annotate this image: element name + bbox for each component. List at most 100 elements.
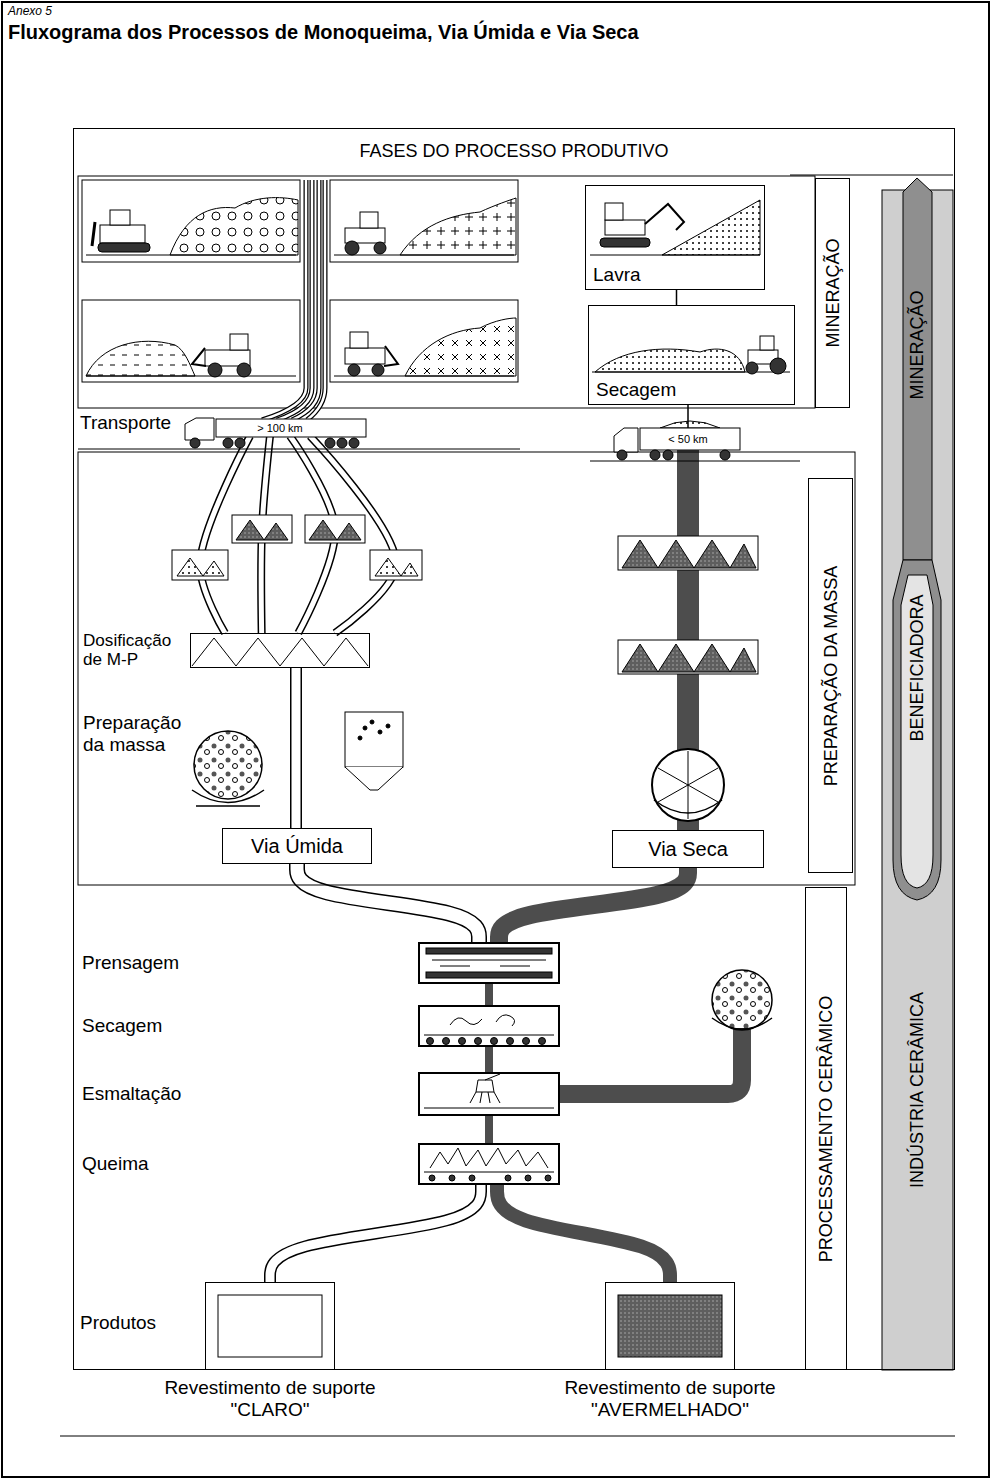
drawing-part	[545, 1175, 551, 1181]
drawing-part	[470, 1074, 500, 1103]
drawing-part	[370, 550, 422, 580]
connector-path	[290, 668, 302, 828]
drawing-part	[92, 222, 95, 246]
drawing-part	[330, 180, 518, 262]
connector-path	[676, 290, 678, 305]
drawing-part	[712, 970, 772, 1030]
drawing-part	[360, 212, 378, 228]
drawing-part	[345, 348, 385, 364]
node-text: INDÚSTRIA CERÂMICA	[907, 992, 928, 1188]
drawing-part	[82, 180, 300, 262]
drawing-part	[363, 726, 367, 730]
drawing-part	[190, 438, 200, 448]
node-text: FASES DO PROCESSO PRODUTIVO	[74, 141, 954, 162]
drawing-part	[424, 1035, 554, 1036]
drawing-part	[450, 1015, 515, 1026]
diagram-title: Fluxograma dos Processos de Monoqueima, …	[8, 21, 639, 44]
drying-panel: Secagem	[588, 305, 795, 405]
text-label: Transporte	[80, 412, 171, 434]
drawing-part	[507, 1038, 514, 1045]
connector-path	[485, 1116, 493, 1143]
drawing-part	[345, 712, 403, 767]
flow-connector	[497, 1185, 670, 1282]
drawing-part	[100, 225, 145, 243]
drawing-part	[400, 198, 516, 255]
drawing-part	[491, 1038, 498, 1045]
drawing-part	[345, 241, 359, 255]
drawing-part	[654, 800, 722, 813]
flow-connector	[489, 1116, 490, 1143]
drawing-part	[443, 1038, 450, 1045]
drawing-part	[523, 1038, 530, 1045]
drawing-part	[622, 644, 756, 672]
drawing-part	[232, 515, 292, 543]
drawing-part	[712, 1018, 772, 1029]
drawing-part	[893, 560, 941, 900]
connector-path	[310, 436, 396, 633]
drawing-part	[432, 960, 546, 966]
node-text: Prensagem	[82, 952, 179, 974]
drawing-part	[469, 1175, 475, 1181]
text-label: Produtos	[80, 1312, 156, 1334]
press-station: Prensagem	[418, 942, 560, 984]
node-text: Revestimento de suporte "CLARO"	[145, 1377, 395, 1421]
drawing-part	[617, 450, 627, 460]
phase-band: PROCESSAMENTO CERÂMICO	[805, 887, 847, 1370]
drawing-part	[177, 558, 224, 576]
drawing-part	[192, 790, 264, 806]
drawing-part	[350, 332, 368, 348]
drawing-part	[374, 242, 386, 254]
wet-route-equipment	[172, 515, 422, 806]
trucks	[185, 418, 740, 460]
drawing-part	[645, 204, 684, 230]
node-text: Esmaltação	[82, 1083, 181, 1105]
node-text: BENEFICIADORA	[907, 594, 928, 741]
dryer-station: Secagem	[418, 1005, 560, 1047]
flow-connector	[489, 1047, 490, 1072]
drawing-part	[475, 1038, 482, 1045]
drawing-part	[223, 438, 233, 448]
drawing-part	[746, 362, 758, 374]
dosing-hopper: Dosificação de M-P	[190, 633, 370, 668]
drawing-part	[386, 724, 390, 728]
drawing-part	[172, 550, 228, 580]
drawing-part	[330, 300, 518, 382]
drawing-part	[650, 450, 660, 460]
node-text: < 50 km	[666, 433, 709, 446]
node-text: Queima	[82, 1153, 149, 1175]
connector-path	[485, 984, 493, 1005]
drawing-part	[192, 638, 368, 666]
drawing-part	[476, 1080, 494, 1092]
drawing-part	[208, 363, 222, 377]
drawing-part	[760, 336, 774, 350]
phase-band: MINERAÇÃO	[815, 178, 850, 408]
drawing-part	[903, 178, 932, 560]
process-box: Via Seca	[612, 830, 764, 868]
drawing-part	[384, 346, 398, 366]
drawing-part	[309, 520, 361, 540]
drawing-part	[882, 190, 953, 1370]
drawing-part	[78, 452, 855, 885]
drawing-part	[429, 1175, 435, 1181]
drawing-part	[449, 1175, 455, 1181]
drawing-part	[405, 318, 516, 376]
drawing-part	[424, 1172, 554, 1173]
product-tile: Revestimento de suporte "AVERMELHADO"	[605, 1282, 735, 1370]
drawing-part	[235, 438, 245, 448]
drawing-part	[770, 358, 786, 374]
drawing-part	[78, 449, 800, 461]
drawing-part	[901, 575, 933, 888]
drawing-part	[426, 948, 552, 954]
product-tile: Revestimento de suporte "CLARO"	[205, 1282, 335, 1370]
drawing-part	[82, 300, 300, 382]
drawing-part	[194, 731, 262, 799]
drawing-part	[358, 736, 362, 740]
connector-path	[310, 436, 396, 633]
flow-connector	[200, 436, 396, 633]
node-text: Via Seca	[648, 838, 728, 861]
drawing-part	[345, 767, 403, 790]
node-text: PREPARAÇÃO DA MASSA	[820, 565, 841, 786]
drawing-part	[86, 341, 195, 376]
